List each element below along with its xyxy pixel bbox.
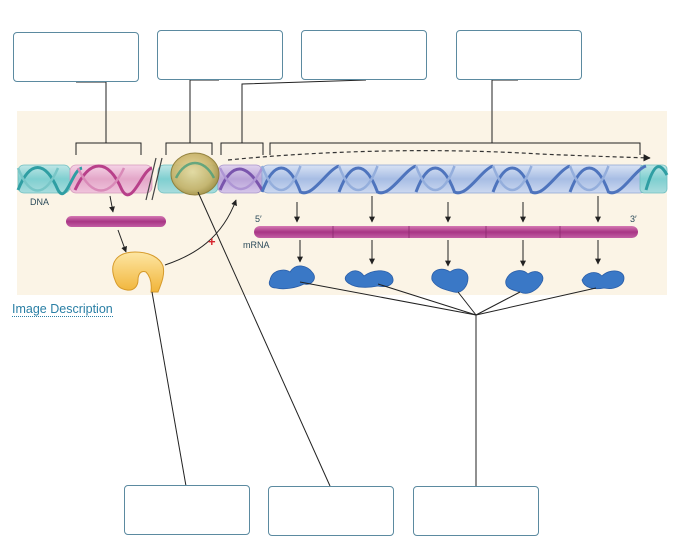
region-brackets (75, 142, 641, 155)
label-box-top-3[interactable] (301, 30, 427, 80)
transcription-arrow (227, 150, 651, 162)
dna-label: DNA (30, 197, 49, 207)
label-box-bottom-1[interactable] (124, 485, 250, 535)
inhibition-mark: + (208, 234, 216, 249)
label-box-bottom-3[interactable] (413, 486, 539, 536)
regulatory-mrna (66, 216, 166, 227)
repressor-protein (112, 251, 165, 293)
label-box-top-4[interactable] (456, 30, 582, 80)
rna-polymerase (170, 152, 220, 196)
process-arrows (109, 195, 601, 267)
leader-lines (76, 79, 597, 487)
image-description-link[interactable]: Image Description (12, 302, 113, 317)
label-box-top-1[interactable] (13, 32, 139, 82)
three-prime-label: 3′ (630, 214, 637, 224)
label-box-top-2[interactable] (157, 30, 283, 80)
five-prime-label: 5′ (255, 214, 262, 224)
label-box-bottom-2[interactable] (268, 486, 394, 536)
mrna-strand (254, 226, 638, 238)
mrna-label: mRNA (243, 240, 270, 250)
dna-strand (16, 157, 669, 201)
